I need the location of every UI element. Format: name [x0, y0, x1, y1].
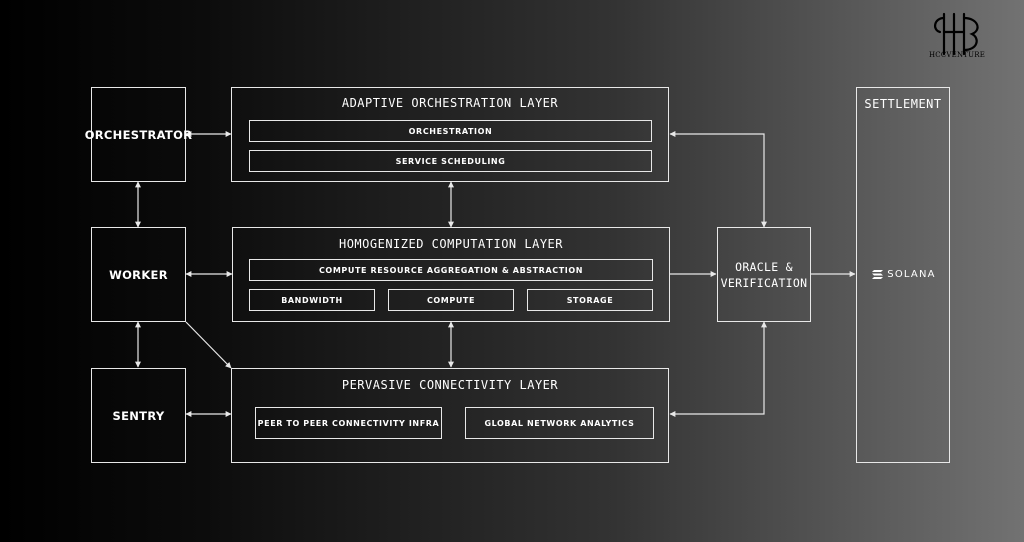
connectivity-layer-title: PERVASIVE CONNECTIVITY LAYER — [341, 378, 559, 392]
worker-label: WORKER — [109, 267, 168, 282]
solana-brand: SOLANA — [858, 266, 950, 282]
orchestration-item: ORCHESTRATION — [249, 120, 652, 142]
solana-icon — [872, 269, 884, 279]
storage-item: STORAGE — [527, 289, 653, 311]
service-scheduling-item: SERVICE SCHEDULING — [249, 150, 652, 172]
oracle-label-line1: ORACLE & — [735, 259, 793, 274]
orchestration-layer: ADAPTIVE ORCHESTRATION LAYER ORCHESTRATI… — [231, 87, 669, 182]
logo-caption: HCCVENTURE — [928, 51, 986, 59]
arrow-oracle-connectivity — [669, 321, 767, 417]
compute-item: COMPUTE — [388, 289, 514, 311]
p2p-connectivity-item: PEER TO PEER CONNECTIVITY INFRA — [255, 407, 442, 439]
hccventure-logo-icon — [934, 12, 979, 56]
orchestrator-label: ORCHESTRATOR — [84, 127, 193, 142]
computation-layer-title: HOMOGENIZED COMPUTATION LAYER — [338, 237, 563, 251]
connectivity-layer: PERVASIVE CONNECTIVITY LAYER PEER TO PEE… — [231, 368, 669, 463]
arrow-oracle-orchestration — [669, 131, 767, 228]
solana-label: SOLANA — [887, 268, 936, 280]
line-worker-connectivity — [185, 321, 232, 369]
oracle-label-line2: VERIFICATION — [720, 275, 808, 290]
computation-layer: HOMOGENIZED COMPUTATION LAYER COMPUTE RE… — [232, 227, 670, 322]
global-network-analytics-item: GLOBAL NETWORK ANALYTICS — [465, 407, 654, 439]
sentry-label: SENTRY — [112, 408, 165, 423]
aggregation-item: COMPUTE RESOURCE AGGREGATION & ABSTRACTI… — [249, 259, 653, 281]
oracle-verification-box: ORACLE & VERIFICATION — [717, 227, 811, 322]
worker-box: WORKER — [91, 227, 186, 322]
orchestrator-box: ORCHESTRATOR — [85, 87, 192, 182]
bandwidth-item: BANDWIDTH — [249, 289, 375, 311]
settlement-title: SETTLEMENT — [864, 97, 942, 111]
settlement-box: SETTLEMENT — [856, 87, 950, 463]
orchestration-layer-title: ADAPTIVE ORCHESTRATION LAYER — [341, 96, 559, 110]
sentry-box: SENTRY — [91, 368, 186, 463]
